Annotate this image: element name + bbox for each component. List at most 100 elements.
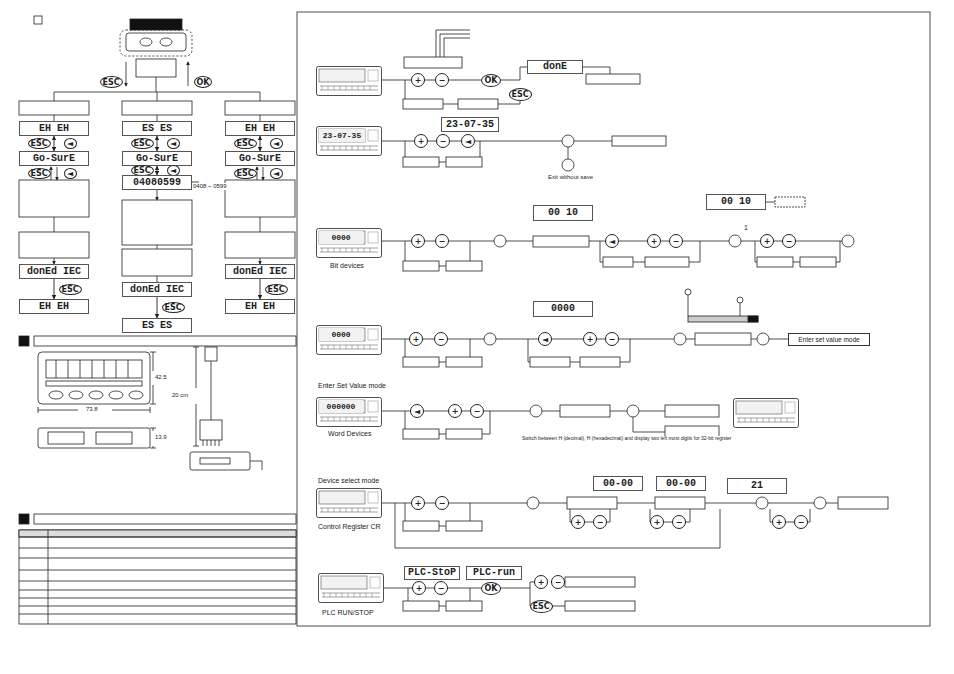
node-text: + [764, 237, 771, 246]
node-text: 00 10 [548, 207, 578, 219]
node-text: ◄ [273, 169, 279, 178]
key-button: ESC [131, 138, 154, 149]
node-text: − [597, 518, 604, 527]
node-text: EH EH [245, 123, 275, 135]
segment-display: donE [527, 60, 583, 74]
node-text: PLC-StoP [408, 567, 456, 579]
key-button: + [571, 515, 585, 529]
key-button: + [411, 496, 425, 510]
key-button: + [411, 73, 425, 87]
key-button: ESC [28, 138, 51, 149]
key-button: OK [481, 582, 501, 595]
node-text: Go-SurE [136, 153, 178, 165]
node-text: 00-00 [666, 478, 696, 490]
key-button: ◄ [605, 234, 619, 248]
node-text: − [673, 237, 680, 246]
lcd-readout: 0000 [319, 231, 363, 244]
connector-arrow [260, 279, 261, 299]
segment-display: ES ES [122, 121, 192, 136]
label-text: 20 cm [172, 392, 188, 399]
segment-display: PLC-StoP [404, 566, 460, 580]
key-button: ESC [234, 138, 257, 149]
key-button: ESC [509, 88, 532, 101]
segment-display: donEd IEC [122, 282, 192, 297]
lcd-readout: 0000 [319, 328, 363, 341]
segment-display: 00 10 [706, 194, 766, 210]
key-button: − [434, 581, 448, 595]
node-text: + [415, 237, 422, 246]
node-text: 21 [751, 480, 763, 492]
label-text: 42.5 [155, 374, 167, 381]
node-text: − [439, 237, 446, 246]
key-button: ESC [131, 165, 154, 176]
node-text: ◄ [414, 407, 420, 416]
node-text: EH EH [39, 123, 69, 135]
key-button: ◄ [167, 138, 180, 149]
segment-display: Go-SurE [19, 151, 89, 166]
label-text: Exit without save [548, 174, 593, 181]
node-text: ESC [164, 303, 181, 312]
node-text: 0000 [551, 303, 575, 315]
node-text: + [575, 518, 582, 527]
segment-display: 04080599 [122, 175, 192, 190]
key-button: ◄ [538, 332, 552, 346]
key-button: OK [194, 76, 212, 88]
key-button: ESC [234, 168, 257, 179]
node-text: donEd IEC [27, 266, 81, 278]
node-text: ESC [236, 169, 253, 178]
node-text: + [538, 578, 545, 587]
key-button: − [593, 515, 607, 529]
node-text: + [776, 518, 783, 527]
key-button: ◄ [64, 138, 77, 149]
node-text: ESC [30, 169, 47, 178]
key-button: − [605, 332, 619, 346]
key-button: + [583, 332, 597, 346]
label-text: PLC RUN/STOP [322, 609, 374, 617]
node-text: ESC [267, 285, 284, 294]
connector-arrow [157, 297, 158, 318]
label-text: Device select mode [318, 477, 379, 485]
key-button: − [435, 496, 449, 510]
node-text: − [555, 578, 562, 587]
key-button: + [650, 515, 664, 529]
node-text: EH EH [245, 301, 275, 313]
segment-display: 21 [727, 478, 787, 494]
node-text: − [786, 237, 793, 246]
segment-display: 00 10 [533, 205, 593, 221]
key-button: − [782, 234, 796, 248]
key-button: + [411, 234, 425, 248]
segment-display: EH EH [225, 299, 295, 314]
key-button: OK [481, 74, 501, 87]
key-button: + [534, 575, 548, 589]
node-text: Enter set value mode [798, 336, 859, 344]
key-button: ESC [162, 302, 185, 313]
node-text: − [609, 335, 616, 344]
node-text: + [418, 137, 425, 146]
key-button: − [794, 515, 808, 529]
segment-display: 23-07-35 [441, 117, 499, 132]
node-text: OK [485, 76, 498, 85]
connector-arrow [157, 136, 158, 151]
node-text: OK [485, 584, 498, 593]
node-text: 000000 [327, 402, 356, 412]
segment-display: Go-SurE [122, 151, 192, 166]
node-text: ◄ [542, 335, 548, 344]
segment-display: EH EH [225, 121, 295, 136]
node-text: − [676, 518, 683, 527]
key-button: − [435, 73, 449, 87]
label-text: Enter Set Value mode [318, 382, 386, 390]
key-button: ESC [265, 284, 288, 295]
key-button: ESC [59, 284, 82, 295]
lcd-readout: 000000 [319, 400, 363, 413]
segment-display: donEd IEC [19, 264, 89, 279]
node-text: ESC [30, 139, 47, 148]
node-text: 0000 [331, 330, 350, 340]
key-button: − [669, 234, 683, 248]
label-text: Word Devices [328, 430, 371, 438]
key-button: ◄ [461, 134, 475, 148]
node-text: + [415, 499, 422, 508]
label-text: 13.9 [155, 434, 167, 441]
node-text: donEd IEC [130, 284, 184, 296]
node-text: + [415, 76, 422, 85]
